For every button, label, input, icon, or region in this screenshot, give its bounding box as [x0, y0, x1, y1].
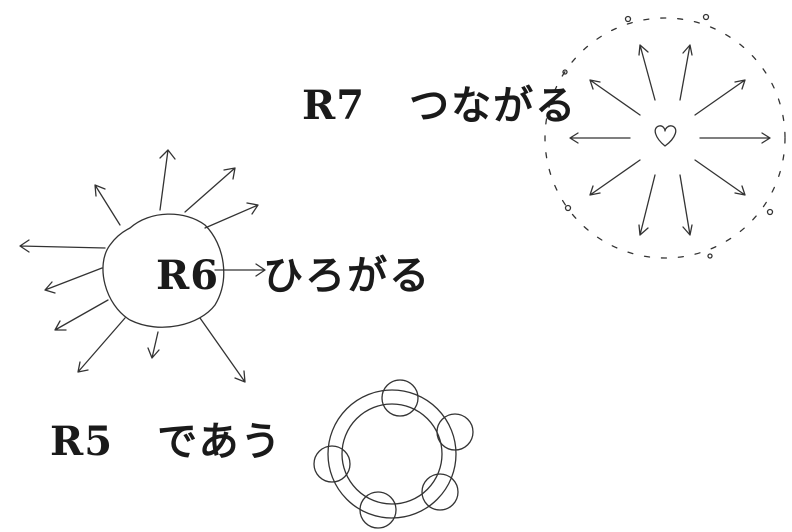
stage-code: R6: [156, 252, 220, 299]
ring-node: [359, 491, 397, 529]
stage-word: つながる: [409, 83, 578, 129]
outer-ring: [327, 389, 457, 519]
r5-illustration: [313, 379, 474, 529]
stage-code: R5: [50, 418, 114, 465]
r7-illustration: [544, 13, 786, 259]
stage-label-r5: R5 であう: [50, 419, 283, 465]
stage-label-r7: R7 つながる: [302, 83, 578, 129]
ring-node: [313, 445, 351, 483]
stage-word: であう: [157, 419, 283, 465]
stage-label-r6: R6 ひろがる: [156, 253, 432, 299]
stage-word: ひろがる: [263, 253, 432, 299]
r6-illustration: [19, 149, 266, 383]
ring-node: [381, 379, 419, 417]
arrows: [569, 44, 771, 236]
stage-code: R7: [302, 82, 366, 129]
inner-ring: [341, 403, 443, 505]
arrows: [19, 149, 266, 383]
ring-node: [421, 473, 459, 511]
ring-node: [436, 413, 474, 451]
burst-core: [102, 213, 225, 328]
heart-icon: [654, 125, 677, 147]
dashed-boundary: [544, 17, 786, 259]
